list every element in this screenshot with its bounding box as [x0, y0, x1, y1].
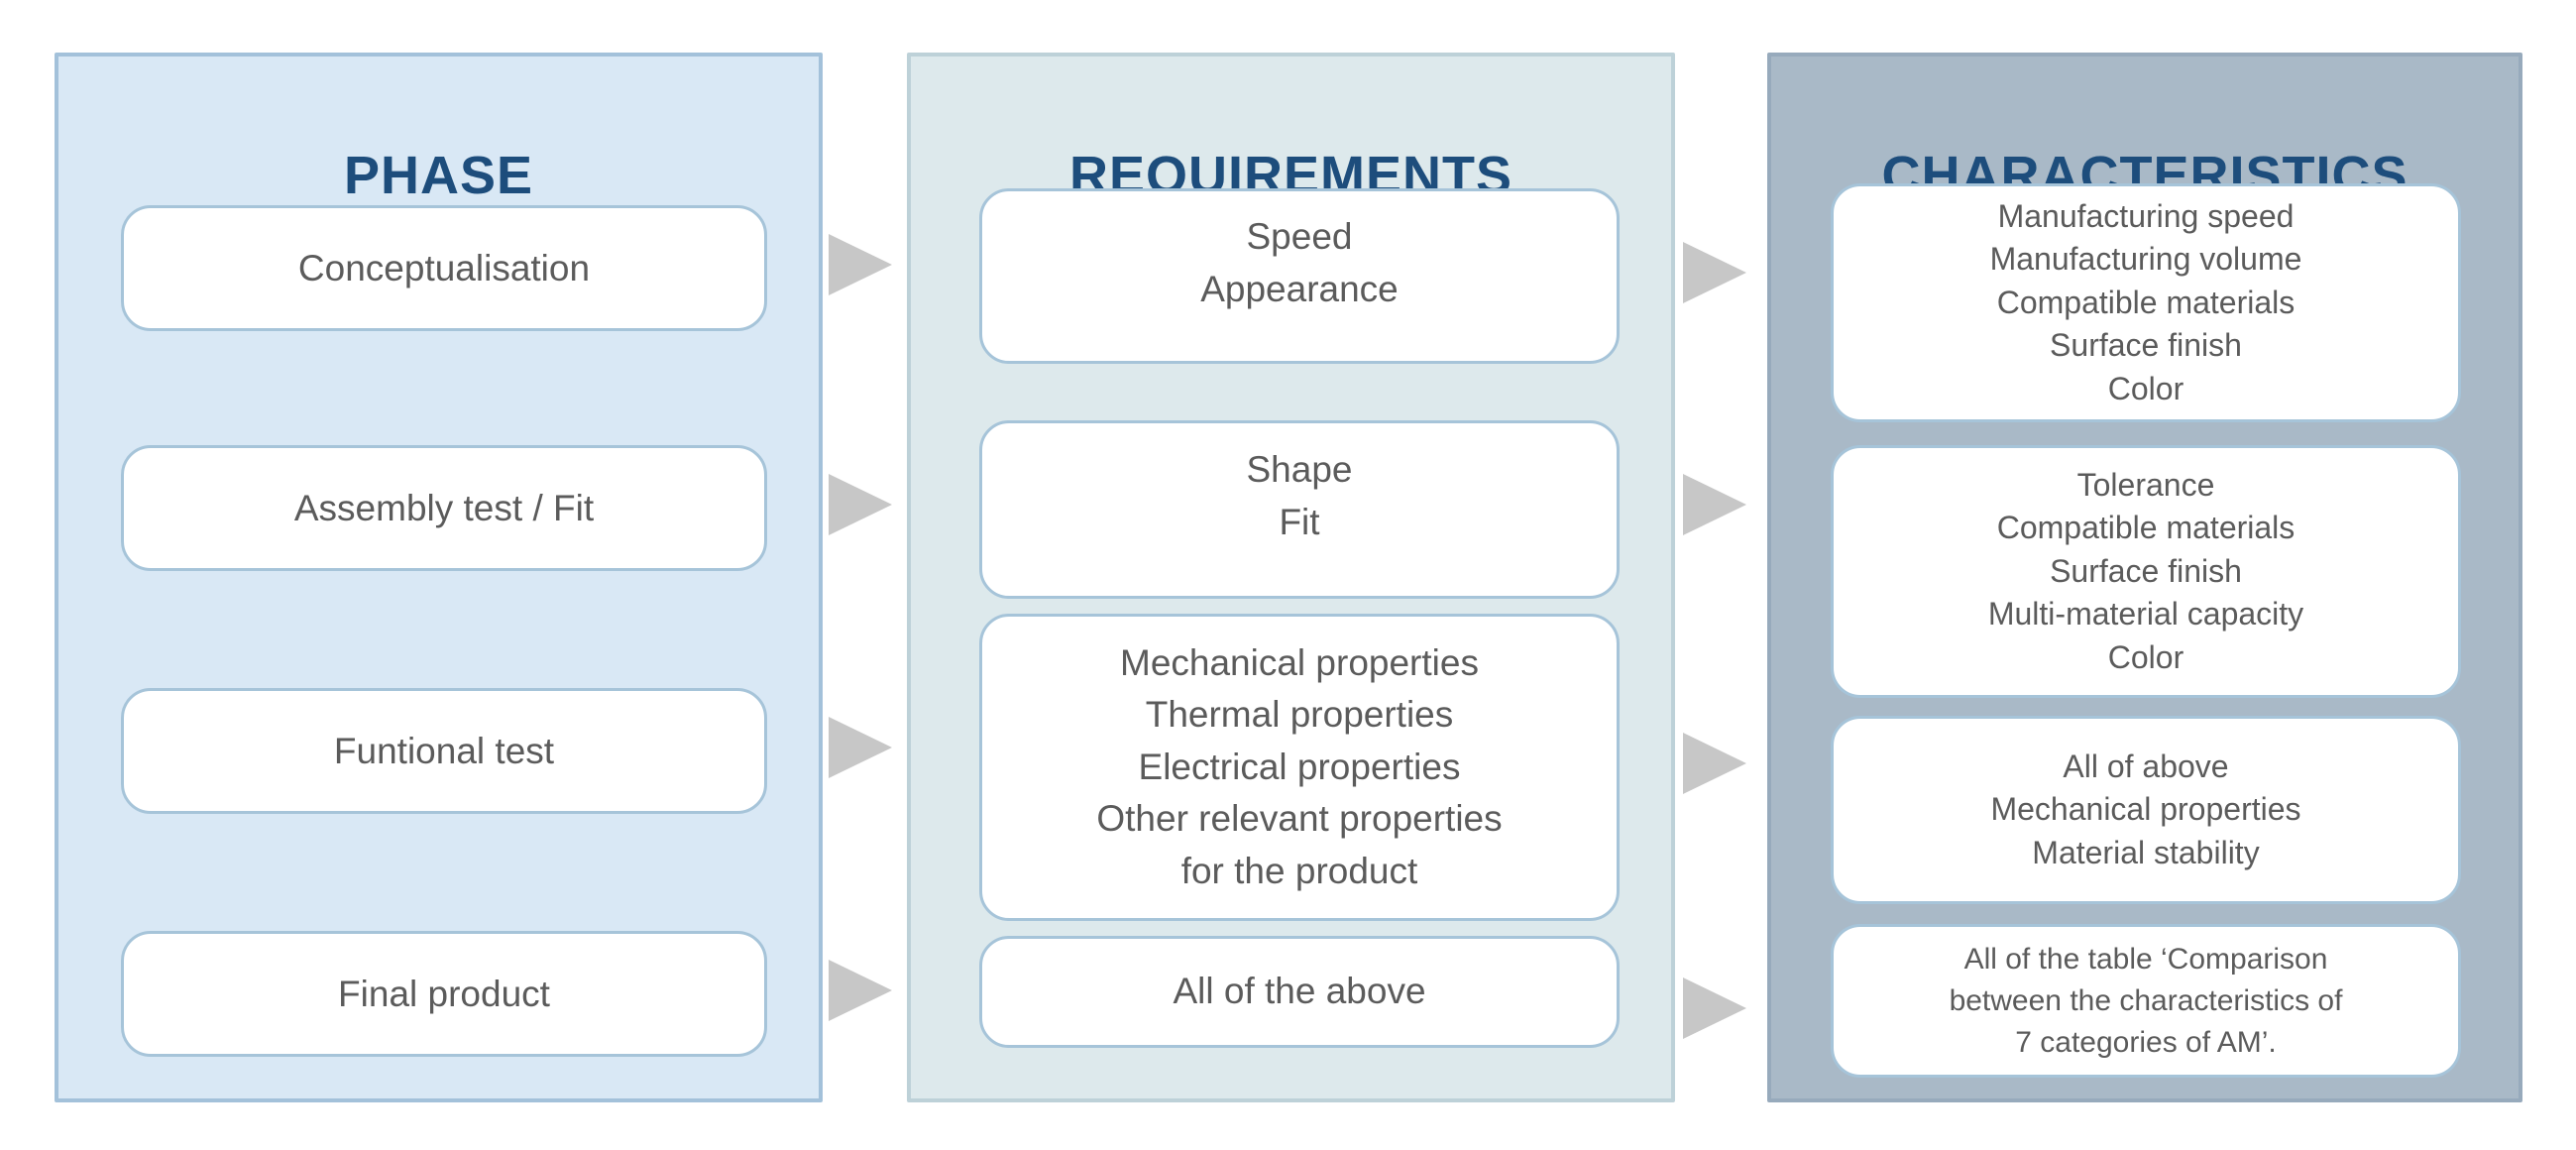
column-requirements: REQUIREMENTS Speed Appearance Shape Fit …: [907, 53, 1675, 1102]
box-speed-appearance: Speed Appearance: [979, 188, 1620, 364]
box-functional-test: Funtional test: [121, 688, 767, 814]
arrow-right-icon: [1683, 242, 1746, 303]
arrow-right-icon: [829, 717, 892, 778]
column-phase-title: PHASE: [343, 145, 534, 205]
box-comparison-table-reference: All of the table ‘Comparison between the…: [1831, 924, 2461, 1078]
arrow-right-icon: [829, 474, 892, 535]
box-tolerance-characteristics: Tolerance Compatible materials Surface f…: [1831, 445, 2461, 698]
box-conceptualisation: Conceptualisation: [121, 205, 767, 331]
box-all-of-the-above: All of the above: [979, 936, 1620, 1048]
column-characteristics: CHARACTERISTICS Manufacturing speed Manu…: [1767, 53, 2522, 1102]
arrow-right-icon: [1683, 474, 1746, 535]
box-assembly-test-fit: Assembly test / Fit: [121, 445, 767, 571]
arrow-right-icon: [1683, 733, 1746, 794]
box-shape-fit: Shape Fit: [979, 420, 1620, 599]
arrow-right-icon: [829, 234, 892, 295]
box-manufacturing-characteristics: Manufacturing speed Manufacturing volume…: [1831, 183, 2461, 422]
box-all-of-above-mechanical: All of above Mechanical properties Mater…: [1831, 716, 2461, 904]
arrow-right-icon: [829, 960, 892, 1021]
box-final-product: Final product: [121, 931, 767, 1057]
box-properties-list: Mechanical properties Thermal properties…: [979, 614, 1620, 921]
column-phase: PHASE Conceptualisation Assembly test / …: [55, 53, 823, 1102]
arrow-right-icon: [1683, 978, 1746, 1039]
